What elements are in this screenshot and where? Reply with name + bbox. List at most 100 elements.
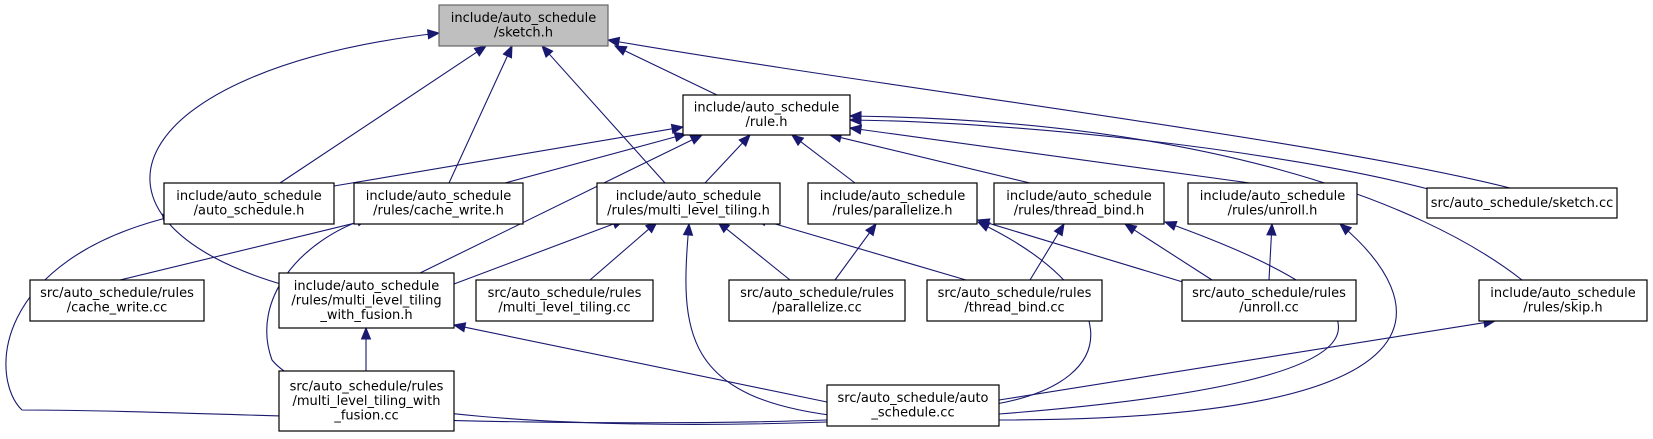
edge-auto_schedule_cc-to-unroll_h	[998, 223, 1397, 421]
edge-auto_schedule_cc-to-mlt_fusion_h	[452, 322, 828, 403]
node-cache-write-h[interactable]: include/auto_schedule/rules/cache_write.…	[353, 182, 524, 225]
node-multi-level-tiling-h[interactable]: include/auto_schedule/rules/multi_level_…	[596, 182, 781, 225]
edge-skip_h-to-rule_h	[848, 110, 1523, 281]
node-rule-h[interactable]: include/auto_schedule/rule.h	[682, 94, 851, 136]
node-box	[353, 182, 524, 225]
node-box	[1187, 182, 1358, 225]
edge-line	[834, 232, 870, 281]
node-label-line: /rules/parallelize.h	[833, 204, 953, 219]
edge-line	[453, 223, 614, 285]
edge-auto_schedule_cc-to-multi_level_tiling_h	[682, 222, 847, 418]
node-sketch-h[interactable]: include/auto_schedule/sketch.h	[438, 4, 609, 47]
node-box	[993, 182, 1165, 225]
edge-line	[765, 220, 967, 281]
edge-line	[988, 222, 1197, 287]
edge-multi_level_tiling_cc-to-multi_level_tiling_h	[589, 221, 658, 281]
node-box	[438, 4, 609, 47]
node-label-line: include/auto_schedule	[1200, 189, 1346, 204]
node-label-line: /auto_schedule.h	[194, 204, 305, 219]
edge-line	[119, 219, 370, 281]
node-label-line: include/auto_schedule	[294, 279, 440, 294]
node-label-line: /rules/cache_write.h	[373, 204, 504, 219]
node-parallelize-h[interactable]: include/auto_schedule/rules/parallelize.…	[807, 182, 978, 225]
edge-mlt_fusion_cc-to-mlt_fusion_h	[360, 326, 372, 371]
arrowhead	[1053, 222, 1065, 237]
node-cache-write-cc[interactable]: src/auto_schedule/rules/cache_write.cc	[29, 279, 205, 322]
node-box	[826, 384, 1000, 427]
edge-line	[977, 221, 1092, 405]
arrowhead	[1338, 223, 1353, 236]
node-label-line: /thread_bind.cc	[964, 301, 1064, 316]
edge-cache_write_h-to-sketch_h	[448, 44, 513, 184]
arrowhead	[689, 134, 704, 145]
node-thread-bind-cc[interactable]: src/auto_schedule/rules/thread_bind.cc	[926, 279, 1103, 322]
node-label-line: include/auto_schedule	[1490, 286, 1636, 301]
edge-unroll_h-to-rule_h	[848, 124, 1251, 184]
node-label-line: src/auto_schedule/rules	[290, 379, 444, 394]
edge-mlt_fusion_h-to-multi_level_tiling_h	[453, 219, 626, 285]
node-sketch-cc[interactable]: src/auto_schedule/sketch.cc	[1426, 187, 1618, 219]
node-label-line: /rules/unroll.h	[1228, 204, 1318, 219]
node-thread-bind-h[interactable]: include/auto_schedule/rules/thread_bind.…	[993, 182, 1165, 225]
edge-mlt_fusion_h-to-rule_h	[419, 134, 704, 274]
edge-line	[1133, 229, 1213, 281]
node-unroll-cc[interactable]: src/auto_schedule/rules/unroll.cc	[1181, 279, 1357, 322]
arrowhead	[1163, 220, 1178, 231]
edge-line	[998, 221, 1339, 415]
arrowhead	[864, 222, 877, 237]
node-box	[1426, 187, 1618, 219]
node-box	[278, 272, 455, 329]
edge-line	[607, 39, 1511, 189]
arrowhead	[1266, 222, 1277, 236]
node-label-line: include/auto_schedule	[451, 11, 597, 26]
edge-line	[840, 137, 1031, 184]
node-label-line: src/auto_schedule/rules	[40, 286, 194, 301]
edge-line	[726, 228, 791, 281]
node-label-line: /rules/thread_bind.h	[1014, 204, 1145, 219]
edge-line	[849, 119, 1433, 191]
node-label-line: src/auto_schedule/rules	[938, 286, 1092, 301]
node-unroll-h[interactable]: include/auto_schedule/rules/unroll.h	[1187, 182, 1358, 225]
edge-line	[998, 322, 1485, 401]
node-label-line: src/auto_schedule/rules	[1192, 286, 1346, 301]
edge-multi_level_tiling_h-to-sketch_h	[541, 45, 666, 184]
node-mlt-fusion-h[interactable]: include/auto_schedule/rules/multi_level_…	[278, 272, 455, 329]
node-label-line: src/auto_schedule/sketch.cc	[1431, 196, 1614, 211]
node-multi-level-tiling-cc[interactable]: src/auto_schedule/rules/multi_level_tili…	[475, 279, 654, 322]
edge-thread_bind_cc-to-thread_bind_h	[1029, 222, 1065, 281]
edge-line	[548, 53, 666, 184]
node-auto-schedule-cc[interactable]: src/auto_schedule/auto_schedule.cc	[826, 384, 1000, 427]
node-box	[728, 279, 906, 322]
node-mlt-fusion-cc[interactable]: src/auto_schedule/rules/multi_level_tili…	[278, 370, 455, 432]
node-box	[807, 182, 978, 225]
edge-mlt_fusion_h-to-sketch_h	[149, 29, 441, 286]
edge-line	[279, 51, 478, 184]
edge-parallelize_cc-to-multi_level_tiling_h	[716, 221, 791, 281]
node-auto-schedule-h[interactable]: include/auto_schedule/auto_schedule.h	[163, 182, 335, 225]
arrowhead	[682, 222, 694, 236]
node-label-line: include/auto_schedule	[1006, 189, 1152, 204]
edge-cache_write_cc-to-cache_write_h	[119, 214, 382, 281]
node-label-line: include/auto_schedule	[820, 189, 966, 204]
node-label-line: src/auto_schedule/auto	[837, 391, 988, 406]
arrowhead	[606, 36, 621, 48]
node-skip-h[interactable]: include/auto_schedule/rules/skip.h	[1478, 279, 1648, 322]
edge-unroll_cc-to-unroll_h	[1266, 222, 1277, 281]
edge-line	[704, 142, 743, 184]
node-label-line: /unroll.cc	[1239, 301, 1299, 316]
edge-line	[860, 128, 1251, 184]
node-label-line: include/auto_schedule	[176, 189, 322, 204]
node-label-line: /rule.h	[746, 115, 788, 130]
arrowhead	[473, 45, 488, 57]
arrowhead	[738, 134, 751, 147]
node-label-line: include/auto_schedule	[366, 189, 512, 204]
arrowhead	[848, 110, 862, 122]
node-label-line: /parallelize.cc	[772, 301, 862, 316]
edge-line	[464, 326, 828, 403]
arrowhead	[790, 134, 805, 147]
arrowhead	[670, 123, 685, 135]
node-label-line: /rules/skip.h	[1523, 301, 1602, 316]
edge-line	[589, 228, 650, 281]
arrowhead	[848, 124, 863, 135]
node-parallelize-cc[interactable]: src/auto_schedule/rules/parallelize.cc	[728, 279, 906, 322]
